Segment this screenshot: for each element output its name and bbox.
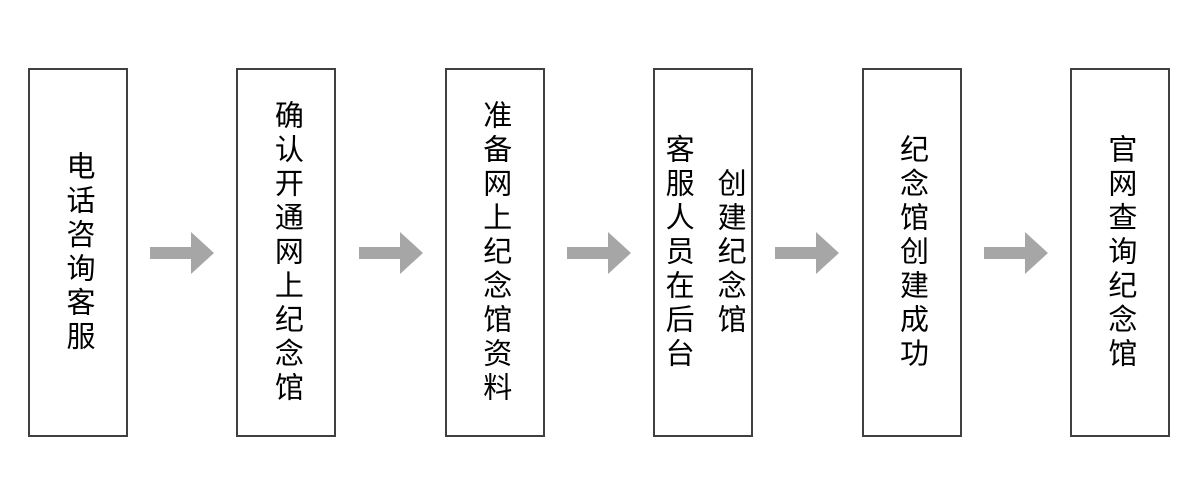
arrow-head bbox=[191, 231, 215, 274]
flow-step-label: 电话咨询客服 bbox=[62, 150, 94, 355]
arrow-head bbox=[607, 231, 631, 274]
arrow-head bbox=[399, 231, 423, 274]
arrow-shaft bbox=[775, 246, 818, 259]
arrow-right-icon bbox=[775, 231, 840, 274]
flow-step-label: 纪念馆创建成功 bbox=[895, 133, 928, 372]
flow-step-create-success: 纪念馆创建成功 bbox=[861, 68, 962, 437]
arrow-head bbox=[816, 231, 840, 274]
arrow-head bbox=[1024, 231, 1048, 274]
arrow-shaft bbox=[358, 246, 401, 259]
flow-step-label: 客服人员在后台 创建纪念馆 bbox=[661, 133, 746, 372]
flow-step-prepare-materials: 准备网上纪念馆资料 bbox=[444, 68, 545, 437]
arrow-right-icon bbox=[983, 231, 1048, 274]
arrow-shaft bbox=[983, 246, 1026, 259]
arrow-right-icon bbox=[358, 231, 423, 274]
flow-step-confirm-open: 确认开通网上纪念馆 bbox=[236, 68, 337, 437]
arrow-right-icon bbox=[566, 231, 631, 274]
flow-step-query-official-site: 官网查询纪念馆 bbox=[1069, 68, 1170, 437]
flow-step-backend-create: 客服人员在后台 创建纪念馆 bbox=[653, 68, 754, 437]
flow-step-label: 准备网上纪念馆资料 bbox=[478, 99, 511, 406]
memorial-creation-flow: 电话咨询客服 确认开通网上纪念馆 准备网上纪念馆资料 客服人员在后台 创建纪念馆 bbox=[28, 68, 1170, 437]
arrow-shaft bbox=[150, 246, 193, 259]
flow-step-label: 官网查询纪念馆 bbox=[1103, 133, 1136, 372]
arrow-shaft bbox=[566, 246, 609, 259]
flow-step-phone-consult: 电话咨询客服 bbox=[28, 68, 128, 437]
flow-step-label: 确认开通网上纪念馆 bbox=[270, 99, 303, 406]
arrow-right-icon bbox=[150, 231, 215, 274]
